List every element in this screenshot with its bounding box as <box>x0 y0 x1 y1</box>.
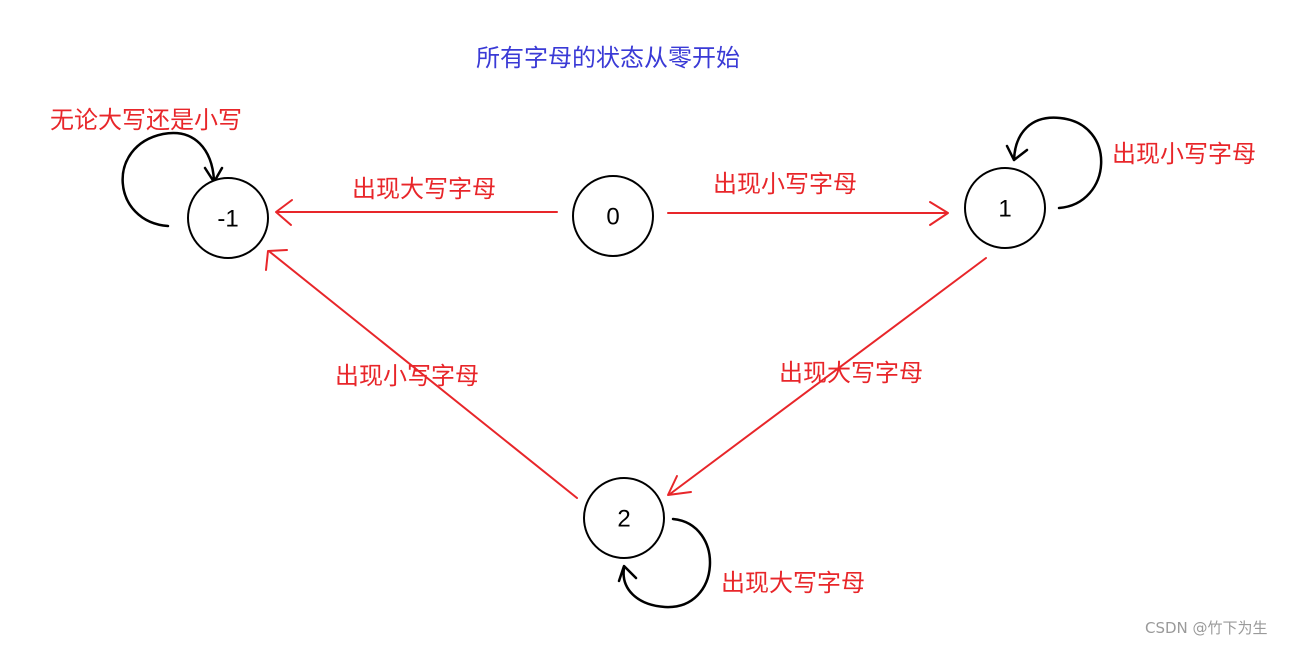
state-node-neg1-circle <box>187 177 269 259</box>
state-node-two-circle <box>583 477 665 559</box>
edge-zero-to-neg1-label: 出现大写字母 <box>352 175 496 203</box>
loop-two-arrowhead <box>617 564 638 583</box>
loop-one <box>1012 116 1103 210</box>
state-node-two: 2 <box>583 477 665 559</box>
watermark: CSDN @竹下为生 <box>1145 619 1268 637</box>
loop-two-label: 出现大写字母 <box>721 569 865 597</box>
edge-two-to-neg1 <box>269 251 578 499</box>
state-node-two-label: 2 <box>617 506 630 533</box>
state-node-one-circle <box>964 167 1046 249</box>
edge-zero-to-one-arrowhead <box>929 201 949 226</box>
state-node-zero: 0 <box>572 175 654 257</box>
edge-zero-to-neg1-arrowhead <box>275 199 293 226</box>
state-node-one-label: 1 <box>998 196 1011 223</box>
loop-one-label: 出现小写字母 <box>1112 140 1256 168</box>
loop-neg1-label: 无论大写还是小写 <box>50 106 242 134</box>
edge-one-to-two <box>669 257 987 495</box>
diagram-title: 所有字母的状态从零开始 <box>476 44 740 72</box>
state-node-zero-circle <box>572 175 654 257</box>
edge-one-to-two-arrowhead <box>667 475 692 496</box>
loop-neg1 <box>121 131 216 228</box>
state-node-one: 1 <box>964 167 1046 249</box>
state-node-neg1-label: -1 <box>217 206 238 233</box>
state-node-zero-label: 0 <box>606 204 619 231</box>
state-node-neg1: -1 <box>187 177 269 259</box>
edge-zero-to-one-label: 出现小写字母 <box>713 170 857 198</box>
edge-two-to-neg1-label: 出现小写字母 <box>335 362 479 390</box>
loop-two <box>622 517 712 609</box>
edge-one-to-two-label: 出现大写字母 <box>779 359 923 387</box>
edge-two-to-neg1-arrowhead <box>265 249 288 271</box>
loop-one-arrowhead <box>1005 144 1029 162</box>
